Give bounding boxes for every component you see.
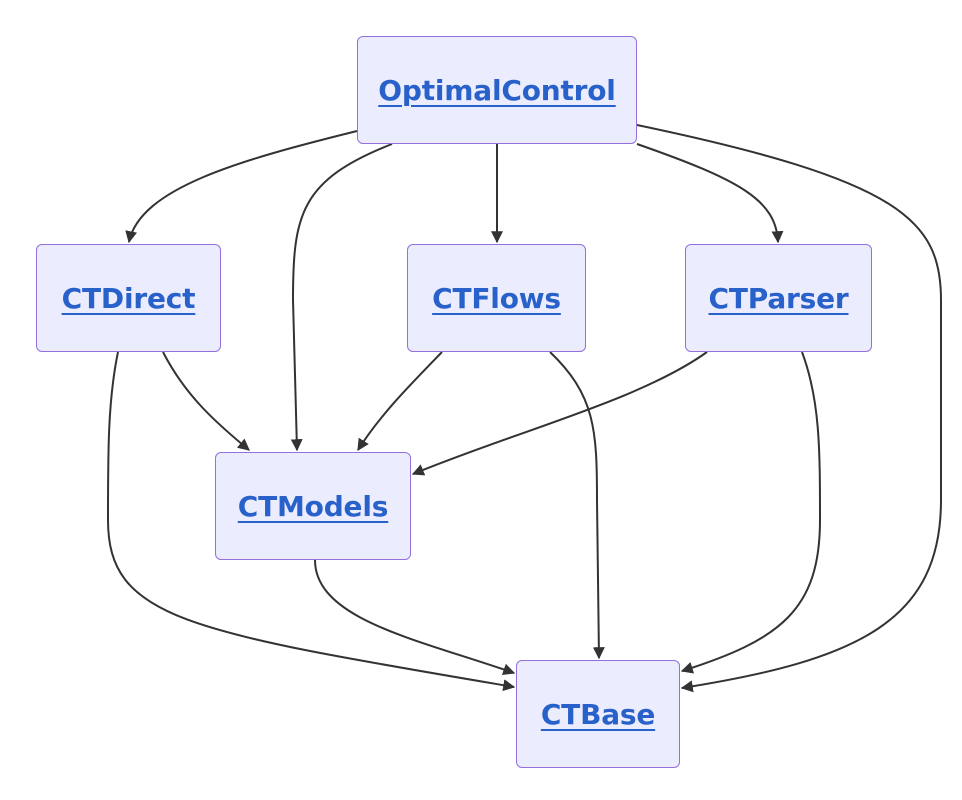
ctparser-link[interactable]: CTParser — [708, 281, 849, 315]
node-ctflows: CTFlows — [407, 244, 586, 352]
optimalcontrol-link[interactable]: OptimalControl — [378, 73, 616, 107]
node-ctbase: CTBase — [516, 660, 680, 768]
edge-ctmodels-ctbase — [314, 559, 516, 676]
edge-ctparser-ctbase — [680, 351, 822, 674]
edge-ctparser-ctmodels — [411, 351, 708, 476]
edge-ctflows-ctbase — [549, 351, 605, 660]
node-ctmodels: CTModels — [215, 452, 411, 560]
node-ctdirect: CTDirect — [36, 244, 221, 352]
ctdirect-link[interactable]: CTDirect — [61, 281, 196, 315]
ctmodels-link[interactable]: CTModels — [237, 489, 389, 523]
ctflows-link[interactable]: CTFlows — [432, 281, 561, 315]
node-ctparser: CTParser — [685, 244, 872, 352]
edge-optimalcontrol-ctbase — [636, 124, 942, 693]
edge-ctflows-ctmodels — [357, 351, 443, 452]
edge-optimalcontrol-ctmodels — [290, 143, 393, 452]
edge-optimalcontrol-ctparser — [636, 143, 784, 244]
node-optimalcontrol: OptimalControl — [357, 36, 637, 144]
edge-ctdirect-ctmodels — [162, 351, 250, 451]
ctbase-link[interactable]: CTBase — [540, 697, 656, 731]
edge-ctdirect-ctbase — [106, 351, 516, 692]
edge-optimalcontrol-ctdirect — [125, 130, 358, 244]
